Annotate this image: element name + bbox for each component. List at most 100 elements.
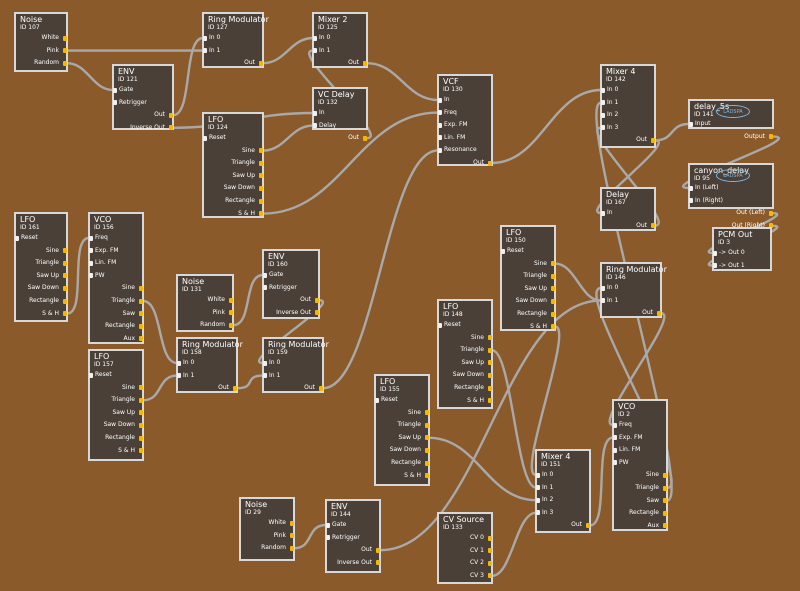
input-jack[interactable] xyxy=(601,87,605,93)
output-jack[interactable] xyxy=(551,311,555,317)
patch-cable[interactable] xyxy=(654,122,690,142)
input-jack[interactable] xyxy=(713,250,717,256)
patch-cable[interactable] xyxy=(66,62,114,92)
output-jack[interactable] xyxy=(657,310,661,316)
output-jack[interactable] xyxy=(363,135,367,141)
output-jack[interactable] xyxy=(425,447,429,453)
output-jack[interactable] xyxy=(169,112,173,118)
output-jack[interactable] xyxy=(488,398,492,404)
output-jack[interactable] xyxy=(259,160,263,166)
input-jack[interactable] xyxy=(89,248,93,254)
input-jack[interactable] xyxy=(438,110,442,116)
input-jack[interactable] xyxy=(203,35,207,41)
output-jack[interactable] xyxy=(259,173,263,179)
output-jack[interactable] xyxy=(229,310,233,316)
input-jack[interactable] xyxy=(313,48,317,54)
patch-cable[interactable] xyxy=(172,36,204,117)
input-jack[interactable] xyxy=(313,123,317,129)
patch-cable[interactable] xyxy=(491,88,602,165)
input-jack[interactable] xyxy=(601,112,605,118)
output-jack[interactable] xyxy=(290,520,294,526)
patch-cable[interactable] xyxy=(232,273,264,327)
patch-cable[interactable] xyxy=(428,436,537,502)
patch-cable[interactable] xyxy=(322,149,439,390)
output-jack[interactable] xyxy=(139,323,143,329)
output-jack[interactable] xyxy=(363,60,367,66)
output-jack[interactable] xyxy=(229,322,233,328)
input-jack[interactable] xyxy=(613,460,617,466)
patch-cable[interactable] xyxy=(142,374,178,402)
patch-cable[interactable] xyxy=(491,349,537,489)
output-jack[interactable] xyxy=(586,522,590,528)
patch-cable[interactable] xyxy=(589,436,614,527)
output-jack[interactable] xyxy=(425,460,429,466)
output-jack[interactable] xyxy=(259,148,263,154)
output-jack[interactable] xyxy=(663,523,667,529)
output-jack[interactable] xyxy=(425,435,429,441)
input-jack[interactable] xyxy=(613,435,617,441)
input-jack[interactable] xyxy=(263,373,267,379)
output-jack[interactable] xyxy=(376,547,380,553)
input-jack[interactable] xyxy=(438,135,442,141)
input-jack[interactable] xyxy=(263,285,267,291)
output-jack[interactable] xyxy=(63,273,67,279)
output-jack[interactable] xyxy=(769,134,773,140)
input-jack[interactable] xyxy=(263,272,267,278)
input-jack[interactable] xyxy=(89,273,93,279)
input-jack[interactable] xyxy=(601,298,605,304)
output-jack[interactable] xyxy=(551,273,555,279)
input-jack[interactable] xyxy=(501,248,505,254)
input-jack[interactable] xyxy=(15,235,19,241)
output-jack[interactable] xyxy=(63,60,67,66)
output-jack[interactable] xyxy=(63,48,67,54)
output-jack[interactable] xyxy=(488,560,492,566)
output-jack[interactable] xyxy=(663,485,667,491)
input-jack[interactable] xyxy=(313,35,317,41)
input-jack[interactable] xyxy=(263,360,267,366)
output-jack[interactable] xyxy=(259,60,263,66)
input-jack[interactable] xyxy=(536,472,540,478)
output-jack[interactable] xyxy=(63,35,67,41)
input-jack[interactable] xyxy=(601,210,605,216)
patch-cable[interactable] xyxy=(262,36,314,65)
output-jack[interactable] xyxy=(259,198,263,204)
output-jack[interactable] xyxy=(315,297,319,303)
output-jack[interactable] xyxy=(139,448,143,454)
input-jack[interactable] xyxy=(536,510,540,516)
patch-cable[interactable] xyxy=(66,236,90,315)
output-jack[interactable] xyxy=(769,223,773,229)
input-jack[interactable] xyxy=(613,447,617,453)
input-jack[interactable] xyxy=(438,147,442,153)
input-jack[interactable] xyxy=(177,373,181,379)
output-jack[interactable] xyxy=(376,560,380,566)
output-jack[interactable] xyxy=(139,311,143,317)
output-jack[interactable] xyxy=(651,137,655,143)
patch-cable[interactable] xyxy=(236,374,264,390)
output-jack[interactable] xyxy=(551,298,555,304)
input-jack[interactable] xyxy=(113,87,117,93)
input-jack[interactable] xyxy=(203,135,207,141)
input-jack[interactable] xyxy=(438,322,442,328)
output-jack[interactable] xyxy=(259,185,263,191)
input-jack[interactable] xyxy=(313,110,317,116)
input-jack[interactable] xyxy=(713,263,717,269)
output-jack[interactable] xyxy=(488,347,492,353)
output-jack[interactable] xyxy=(319,385,323,391)
input-jack[interactable] xyxy=(326,522,330,528)
patch-cable[interactable] xyxy=(142,299,178,365)
